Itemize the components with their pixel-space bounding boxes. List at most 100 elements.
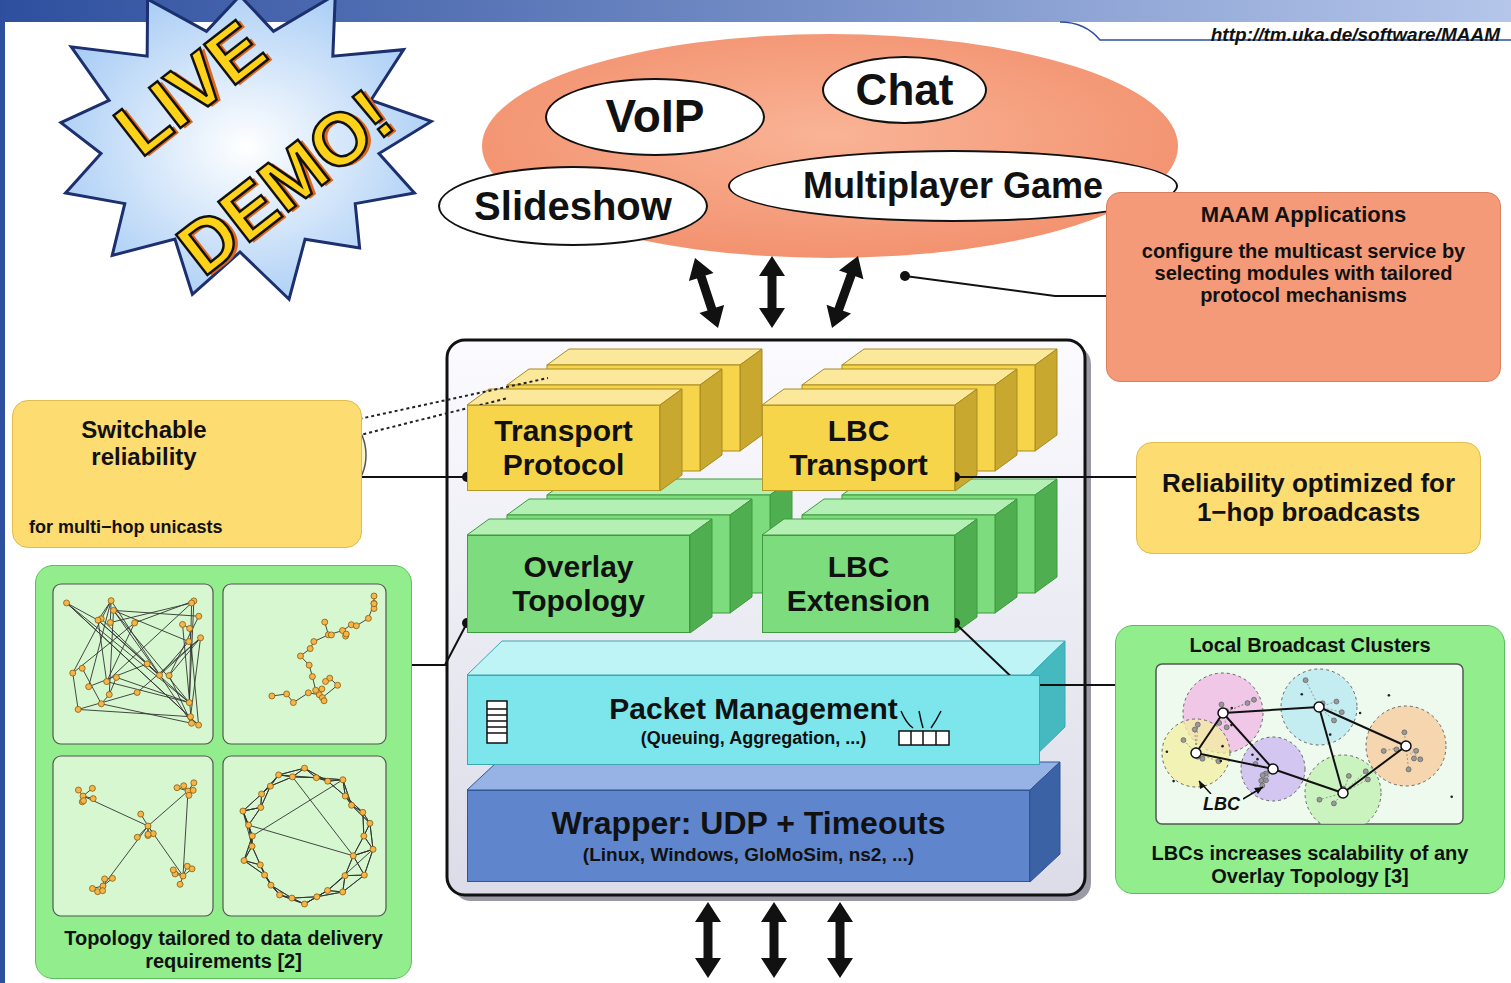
overlay-peer	[181, 783, 187, 789]
module-box: Switchable reliabilityfor multi−hop unic…	[12, 400, 362, 548]
cluster-member	[1224, 725, 1229, 730]
box-side-face	[740, 349, 762, 451]
overlay-peer	[258, 804, 264, 810]
box-side-face	[1030, 762, 1060, 882]
leader-connector	[412, 623, 467, 665]
overlay-link	[305, 768, 328, 781]
overlay-peer	[342, 873, 348, 879]
overlay-peer	[107, 620, 113, 626]
overlay-peer	[166, 673, 172, 679]
overlay-peer	[75, 706, 81, 712]
overlay-link	[89, 601, 111, 687]
aggregation-icon	[901, 711, 941, 728]
overlay-peer	[70, 670, 76, 676]
cluster-member	[1332, 718, 1337, 723]
overlay-peer	[132, 620, 138, 626]
overlay-peer	[138, 811, 144, 817]
overlay-peer	[289, 895, 295, 901]
aggregation-icon	[911, 731, 936, 745]
overlay-link	[89, 664, 148, 687]
overlay-peer	[249, 843, 255, 849]
broadcast-cluster	[1241, 737, 1305, 801]
overlay-link	[67, 603, 98, 620]
cluster-head	[1314, 702, 1324, 712]
callout-label: LBC	[1200, 794, 1243, 815]
overlay-peer	[104, 679, 110, 685]
overlay-peer	[313, 687, 319, 693]
peer-dot	[1251, 753, 1254, 756]
overlay-peer	[262, 872, 268, 878]
overlay-peer	[145, 823, 151, 829]
leader-connector	[362, 476, 467, 478]
node-title: Transport Protocol	[474, 414, 653, 481]
overlay-peer	[89, 785, 95, 791]
overlay-peer	[246, 822, 252, 828]
overlay-link	[1343, 746, 1406, 793]
application-ellipse: Chat	[822, 56, 987, 124]
overlay-peer	[188, 714, 194, 720]
broadcast-cluster	[1162, 719, 1230, 787]
leader-line	[905, 276, 1108, 296]
overlay-link	[1196, 713, 1223, 753]
overlay-peer	[75, 787, 81, 793]
peer-dot	[1450, 795, 1453, 798]
demo-banner-text: LIVE	[99, 4, 281, 172]
overlay-peer	[108, 598, 114, 604]
overlay-link	[101, 619, 159, 676]
cluster-head	[1218, 708, 1228, 718]
box-side-face	[660, 389, 682, 491]
overlay-peer	[335, 682, 341, 688]
overlay-peer	[198, 635, 204, 641]
module-box: LBC Extension	[762, 535, 955, 633]
cluster-head	[1191, 748, 1201, 758]
cluster-member	[1259, 778, 1264, 783]
peer-dot	[1220, 760, 1223, 763]
cluster-member	[1260, 773, 1265, 778]
peer-dot	[1329, 733, 1332, 736]
overlay-link	[280, 895, 305, 904]
overlay-link	[113, 610, 159, 675]
box-side-face	[955, 519, 977, 633]
overlay-link	[345, 796, 363, 812]
box-top-face	[802, 369, 1017, 385]
module-box: MAAM Applicationsconfigure the multicast…	[1106, 192, 1501, 382]
overlay-peer	[134, 689, 140, 695]
node-title: VoIP	[606, 91, 705, 143]
overlay-peer	[196, 722, 202, 728]
module-box: Topology tailored to data delivery requi…	[35, 565, 412, 979]
overlay-peer	[297, 653, 303, 659]
cluster-head	[1338, 788, 1348, 798]
protocol-stack-frame	[447, 340, 1085, 895]
cluster-member	[1334, 699, 1339, 704]
overlay-link	[1196, 753, 1273, 769]
peer-dot	[1300, 693, 1303, 696]
overlay-peer	[302, 765, 308, 771]
box-side-face	[700, 369, 722, 471]
overlay-peer	[174, 785, 180, 791]
module-box: Reliability optimized for 1−hop broadcas…	[1136, 442, 1481, 554]
overlay-peer	[350, 853, 356, 859]
overlay-peer	[314, 894, 320, 900]
overlay-link	[262, 775, 279, 794]
overlay-link	[352, 805, 370, 823]
topology-panel	[223, 584, 386, 744]
overlay-peer	[102, 876, 108, 882]
box-side-face	[1035, 479, 1057, 593]
box-top-face	[762, 519, 977, 535]
overlay-peer	[311, 639, 317, 645]
node-title: Chat	[856, 65, 954, 114]
box-top-face	[547, 349, 762, 365]
application-ellipse: Slideshow	[438, 166, 708, 246]
overlay-peer	[360, 809, 366, 815]
node-text: configure the multicast service by selec…	[1121, 240, 1486, 307]
overlay-link	[160, 642, 189, 676]
overlay-link	[244, 861, 265, 876]
overlay-peer	[269, 693, 275, 699]
overlay-link	[98, 620, 189, 702]
box-top-face	[467, 762, 1060, 790]
overlay-peer	[257, 862, 263, 868]
overlay-peer	[64, 600, 70, 606]
overlay-peer	[325, 778, 331, 784]
node-text: (Queuing, Aggregation, ...)	[641, 728, 866, 748]
overlay-link	[191, 638, 201, 717]
